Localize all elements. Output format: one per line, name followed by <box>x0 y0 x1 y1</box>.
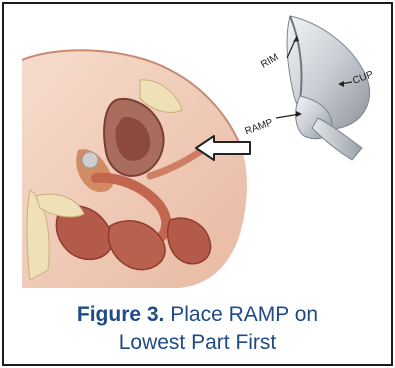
anatomy-illustration <box>22 50 247 288</box>
figure-caption-line-2: Lowest Part First <box>20 330 375 356</box>
ovary <box>82 152 98 168</box>
figure-caption-line-1: Figure 3. Place RAMP on <box>20 302 375 328</box>
label-ramp: RAMP <box>243 117 274 137</box>
figure-number: Figure 3. <box>77 303 165 326</box>
device-illustration <box>287 16 370 160</box>
caption-text-1: Place RAMP on <box>170 303 318 326</box>
label-rim: RIM <box>259 52 280 71</box>
